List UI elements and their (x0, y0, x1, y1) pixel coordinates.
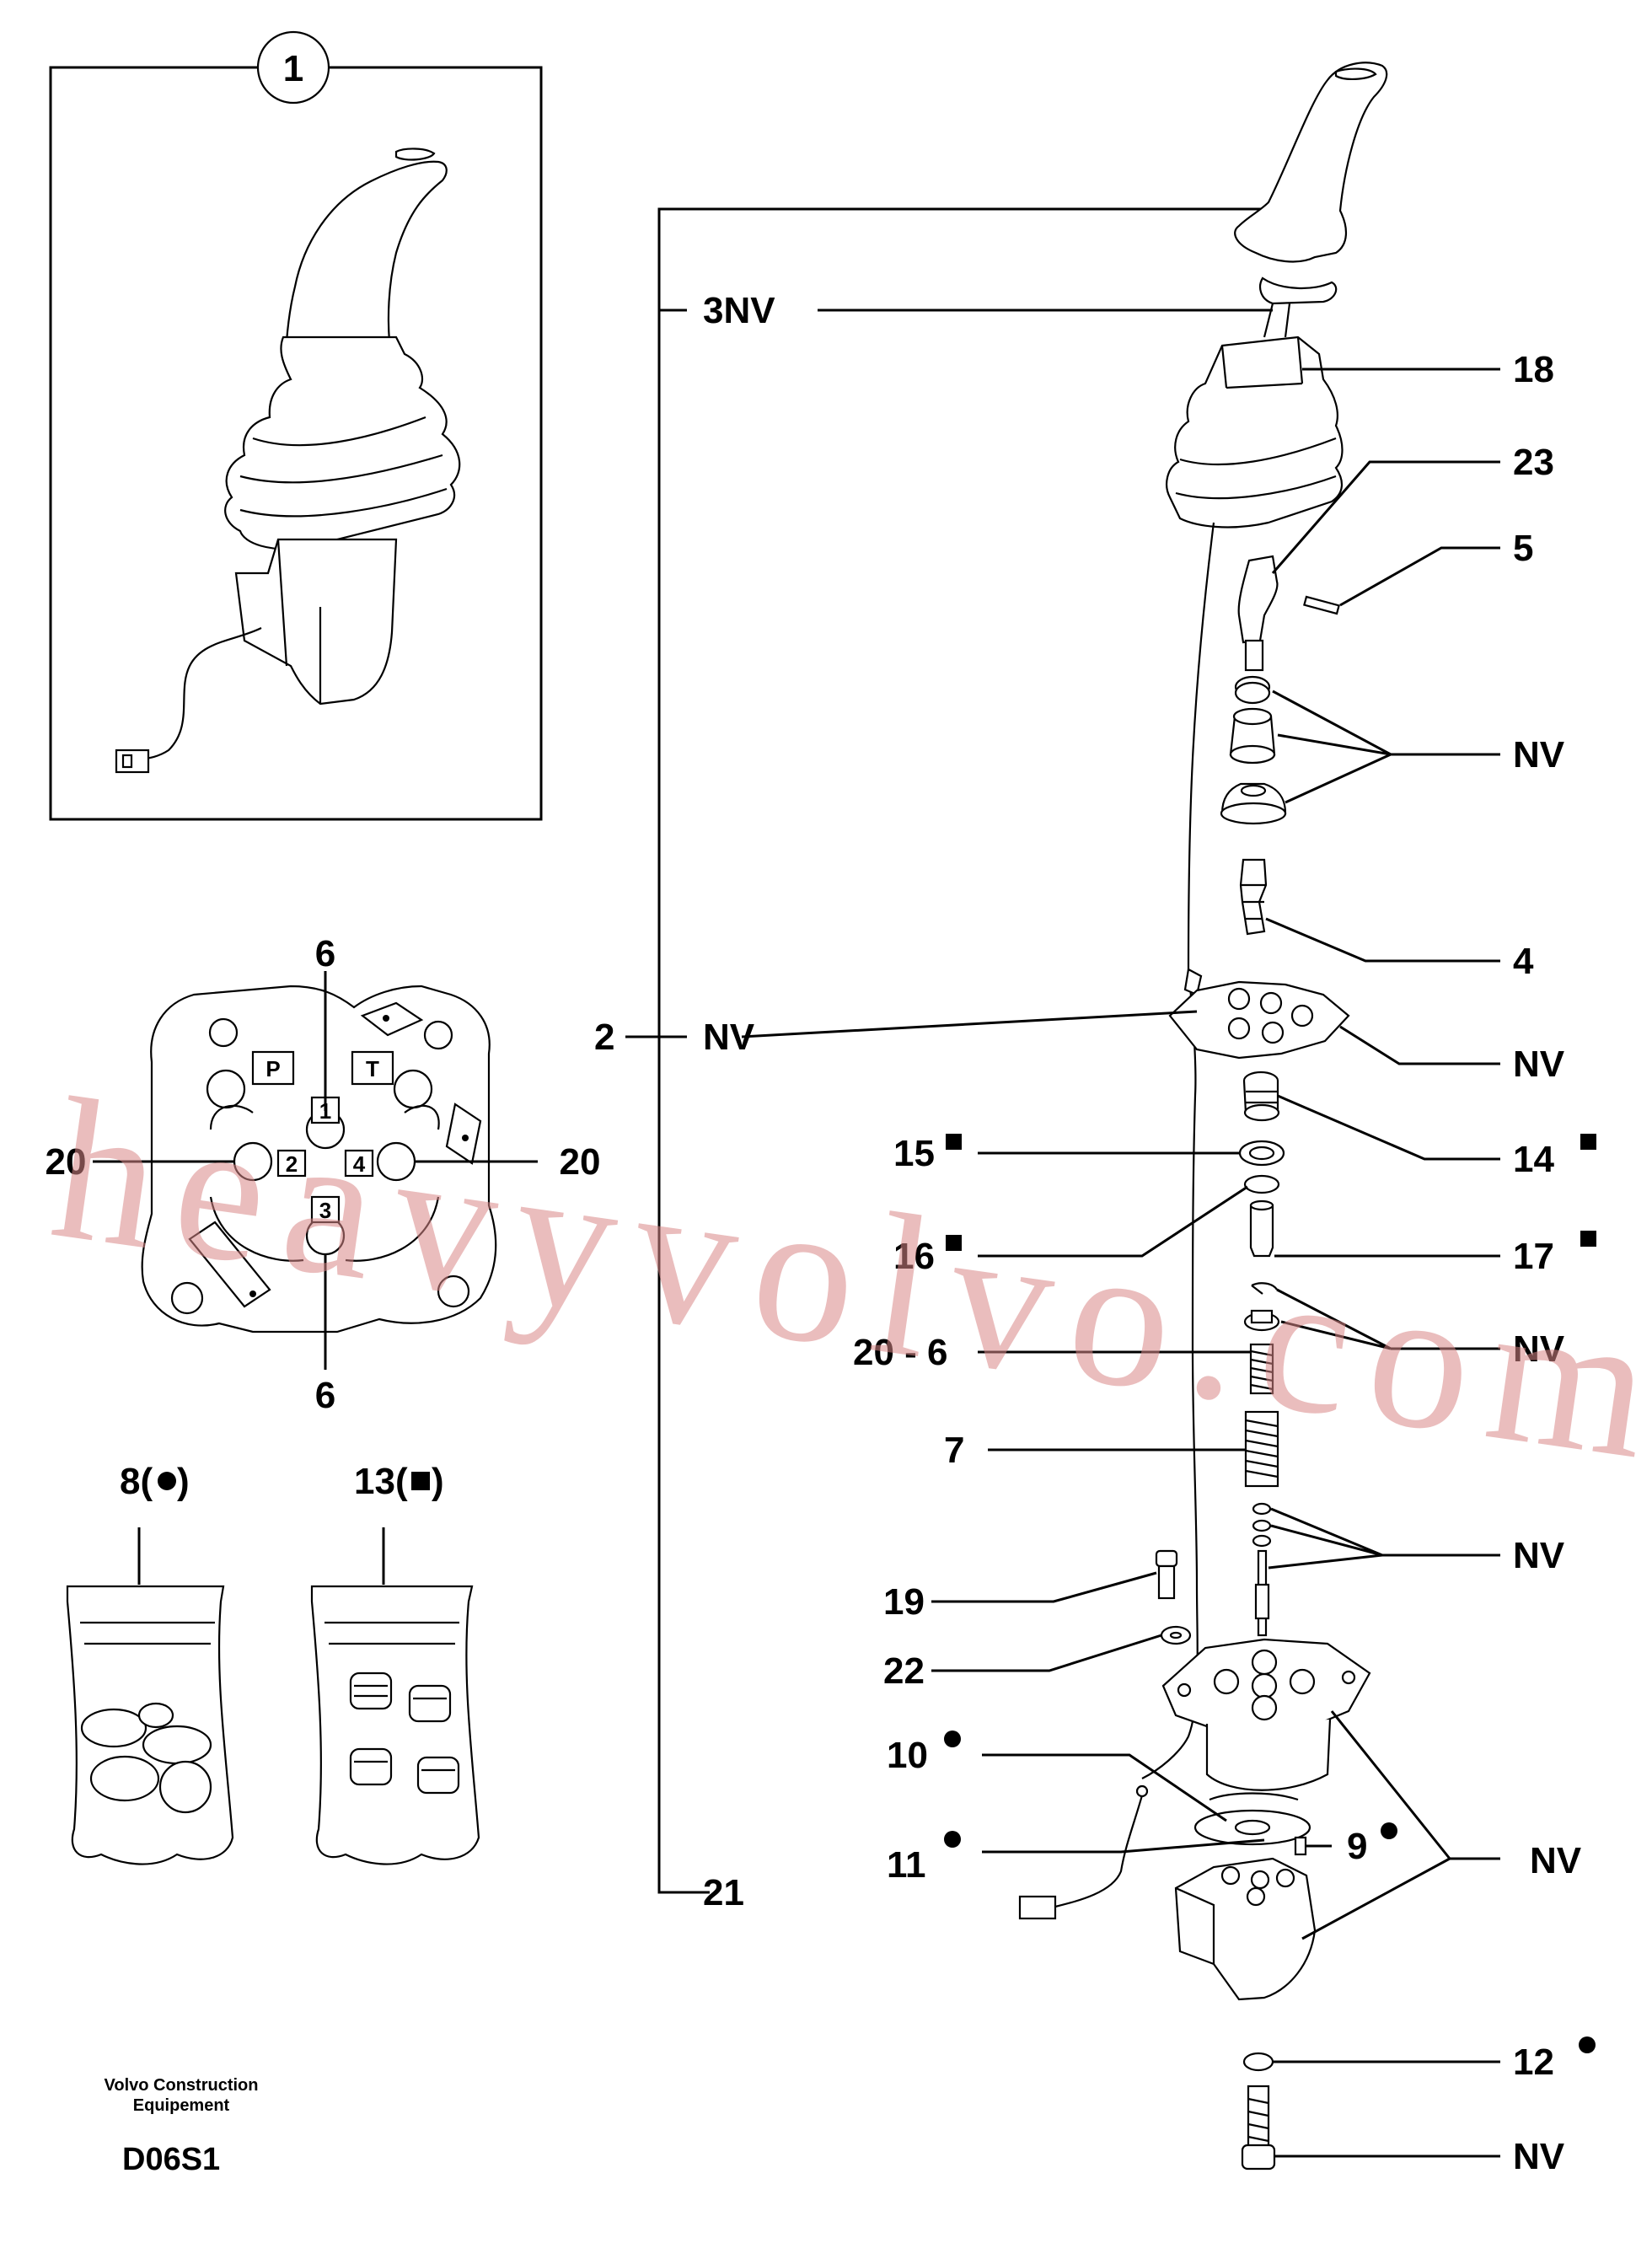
kit-13-label: 13( (354, 1461, 408, 1502)
part-23 (1237, 555, 1279, 644)
callout-14: 14 (1513, 1139, 1554, 1180)
connector-21 (1018, 1895, 1057, 1920)
callout-7: 7 (944, 1430, 964, 1471)
watermark: heavyvolvo.com (41, 1055, 1652, 1504)
callout-labels: 3NV 18 23 5 NV 4 2 NV NV 15 14 16 17 20 … (594, 290, 1596, 2177)
part-15 (1238, 1140, 1285, 1167)
callout-nv-f: NV (1513, 2136, 1565, 2177)
callout-15: 15 (893, 1133, 935, 1174)
callout-nv-d: NV (1513, 1535, 1565, 1576)
pin-5 (1303, 595, 1340, 615)
port-callout-left: 20 (46, 1141, 87, 1183)
port-callout-bottom: 6 (315, 1375, 335, 1416)
valve-body (1161, 1638, 1371, 1791)
callout-20-6: 20 - 6 (853, 1332, 948, 1373)
callout-4: 4 (1513, 941, 1534, 982)
company-name-line2: Equipement (133, 2096, 230, 2115)
port-label-3: 3 (319, 1198, 331, 1223)
inset-complete-joystick: 1 (49, 30, 543, 821)
port-callout-right: 20 (560, 1141, 601, 1183)
cable (1141, 522, 1215, 1779)
leader-lines (741, 309, 1500, 2158)
kit-13-bag (310, 1585, 480, 1865)
kit-8: 8( ) (66, 1461, 234, 1865)
callout-nv-a: NV (1513, 734, 1565, 775)
boot (1166, 335, 1344, 529)
callout-23: 23 (1513, 442, 1554, 483)
square-symbol-14 (1580, 1134, 1596, 1150)
callout-11: 11 (887, 1844, 926, 1886)
port-layout-view: P T 1 2 3 4 6 6 20 20 (46, 933, 601, 1416)
spring-20-6 (1249, 1343, 1274, 1395)
lower-housing (1174, 1857, 1317, 2001)
square-symbol-16 (946, 1235, 962, 1251)
callout-9: 9 (1347, 1826, 1367, 1867)
handle (1234, 62, 1388, 263)
circle-symbol-10 (944, 1731, 961, 1747)
callout-2: 2 (594, 1017, 614, 1058)
callout-22: 22 (883, 1650, 925, 1692)
drawing-code: D06S1 (122, 2142, 220, 2177)
callout-3nv: 3NV (703, 290, 775, 331)
port-label-p: P (266, 1056, 280, 1081)
port-callout-top: 6 (315, 933, 335, 974)
inset-handle (285, 160, 448, 343)
square-symbol-15 (946, 1134, 962, 1150)
circle-symbol-12 (1579, 2036, 1596, 2053)
svg-text:): ) (432, 1461, 444, 1502)
callout-18: 18 (1513, 349, 1554, 390)
callout-16: 16 (893, 1236, 935, 1277)
callout-nv-c: NV (1513, 1328, 1565, 1370)
callout-2-nv: NV (703, 1017, 755, 1058)
circle-symbol-9 (1381, 1822, 1397, 1839)
company-name-line1: Volvo Construction (105, 2076, 259, 2095)
callout-nv-e: NV (1530, 1840, 1582, 1881)
spring-7 (1244, 1410, 1279, 1488)
callout-12: 12 (1513, 2042, 1554, 2083)
circle-symbol-11 (944, 1831, 961, 1848)
inset-number-circle (256, 30, 330, 105)
washer-22 (1160, 1625, 1192, 1645)
plate (1168, 980, 1350, 1060)
oring-12 (1242, 2052, 1274, 2072)
part-16 (1243, 1174, 1280, 1194)
square-symbol-17 (1580, 1231, 1596, 1247)
pin-9 (1294, 1836, 1307, 1856)
screw-19 (1155, 1549, 1178, 1568)
callout-5: 5 (1513, 528, 1533, 569)
inset-boot (224, 335, 461, 550)
port-label-4: 4 (353, 1151, 366, 1177)
callout-21: 21 (703, 1872, 744, 1913)
assembly-bracket (657, 207, 1264, 1894)
kit-8-circle-symbol (158, 1472, 176, 1490)
exploded-parts (1018, 62, 1388, 2171)
inset-cable (134, 627, 262, 762)
callout-10: 10 (887, 1735, 928, 1776)
inset-base (234, 538, 398, 706)
footer: Volvo Construction Equipement D06S1 (105, 2076, 259, 2177)
callout-19: 19 (883, 1581, 925, 1623)
callout-17: 17 (1513, 1236, 1554, 1277)
callout-nv-b: NV (1513, 1044, 1565, 1085)
svg-text:): ) (177, 1461, 190, 1502)
inset-number: 1 (283, 48, 303, 89)
kit-13-square-symbol (411, 1472, 430, 1490)
port-label-t: T (366, 1056, 379, 1081)
kit-13: 13( ) (310, 1461, 480, 1865)
part-4 (1239, 858, 1268, 936)
port-label-2: 2 (286, 1151, 298, 1177)
kit-8-label: 8( (120, 1461, 153, 1502)
